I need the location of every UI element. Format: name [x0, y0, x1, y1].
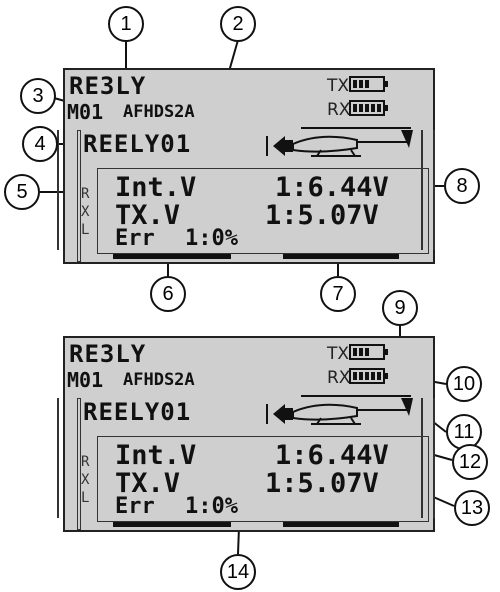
channel-label-x: X — [81, 204, 90, 220]
callout-1: 1 — [108, 6, 144, 42]
system-name: RE3LY — [69, 340, 147, 368]
left-trim-bar — [57, 130, 69, 250]
rx-label: RX — [327, 100, 351, 120]
battery-cell — [371, 104, 375, 112]
battery-cell — [377, 372, 381, 380]
telemetry-label-err: Err — [115, 226, 155, 251]
telemetry-value-tx-v: 1:5.07V — [265, 200, 379, 231]
battery-cell — [359, 80, 363, 88]
battery-cell — [371, 372, 375, 380]
tx-label: TX — [327, 76, 350, 96]
callout-10: 10 — [446, 366, 482, 402]
left-trim-indicator — [113, 254, 231, 259]
battery-cell — [365, 372, 369, 380]
telemetry-value-int-v: 1:6.44V — [275, 440, 389, 471]
system-name: RE3LY — [69, 72, 147, 100]
callout-6: 6 — [150, 276, 186, 312]
protocol-label: AFHDS2A — [123, 370, 195, 390]
helicopter-icon — [266, 395, 413, 425]
rx-label: RX — [327, 368, 351, 388]
tx-label: TX — [327, 344, 350, 364]
callout-5: 5 — [4, 174, 40, 210]
callout-12: 12 — [452, 444, 488, 480]
battery-cell — [359, 348, 363, 356]
left-trim-indicator — [113, 522, 231, 527]
model-name: REELY01 — [83, 130, 192, 158]
protocol-label: AFHDS2A — [123, 102, 195, 122]
callout-8: 8 — [444, 168, 480, 204]
telemetry-label-int-v: Int.V — [115, 440, 197, 471]
callout-4: 4 — [22, 126, 58, 162]
battery-cell — [359, 104, 363, 112]
model-id: M01 — [67, 368, 104, 392]
battery-cell — [353, 372, 357, 380]
telemetry-frame — [97, 436, 429, 522]
right-trim-bar — [421, 130, 435, 250]
telemetry-value-int-v: 1:6.44V — [275, 172, 389, 203]
telemetry-label-tx-v: TX.V — [115, 200, 181, 231]
callout-7: 7 — [320, 276, 356, 312]
right-trim-bar — [421, 398, 435, 518]
callout-14: 14 — [220, 554, 256, 590]
channel-label-l: L — [81, 222, 90, 238]
left-frame — [77, 398, 81, 530]
telemetry-value-err: 1:0% — [185, 226, 238, 251]
lcd-screen-2: RE3LY TX RX M01 AFHDS2A REELY01 R X L In… — [57, 336, 435, 532]
rx-battery-icon — [349, 100, 388, 116]
battery-cell — [371, 80, 375, 88]
right-trim-indicator — [283, 254, 399, 259]
left-frame — [77, 130, 81, 262]
battery-cell — [353, 104, 357, 112]
battery-cell — [377, 348, 381, 356]
telemetry-label-int-v: Int.V — [115, 172, 197, 203]
model-id: M01 — [67, 100, 104, 124]
left-trim-bar — [57, 398, 69, 518]
tx-battery-icon — [349, 344, 388, 360]
callout-2: 2 — [220, 6, 256, 42]
battery-cell — [359, 372, 363, 380]
battery-cell — [365, 348, 369, 356]
right-trim-indicator — [283, 522, 399, 527]
channel-label-x: X — [81, 472, 90, 488]
callout-3: 3 — [20, 78, 56, 114]
battery-cell — [377, 80, 381, 88]
battery-cell — [377, 104, 381, 112]
telemetry-label-tx-v: TX.V — [115, 468, 181, 499]
callout-9: 9 — [382, 290, 418, 326]
telemetry-label-err: Err — [115, 494, 155, 519]
battery-cell — [371, 348, 375, 356]
telemetry-frame — [97, 168, 429, 254]
callout-13: 13 — [454, 490, 490, 526]
rx-battery-icon — [349, 368, 388, 384]
channel-label-l: L — [81, 490, 90, 506]
helicopter-icon — [266, 127, 413, 157]
telemetry-value-err: 1:0% — [185, 494, 238, 519]
lcd-screen-1: RE3LY TX RX M01 AFHDS2A REELY01 R X L In… — [57, 68, 435, 264]
battery-cell — [365, 80, 369, 88]
battery-cell — [353, 80, 357, 88]
model-name: REELY01 — [83, 398, 192, 426]
battery-cell — [353, 348, 357, 356]
channel-label-r: R — [81, 186, 90, 202]
telemetry-value-tx-v: 1:5.07V — [265, 468, 379, 499]
tx-battery-icon — [349, 76, 388, 92]
battery-cell — [365, 104, 369, 112]
channel-label-r: R — [81, 454, 90, 470]
